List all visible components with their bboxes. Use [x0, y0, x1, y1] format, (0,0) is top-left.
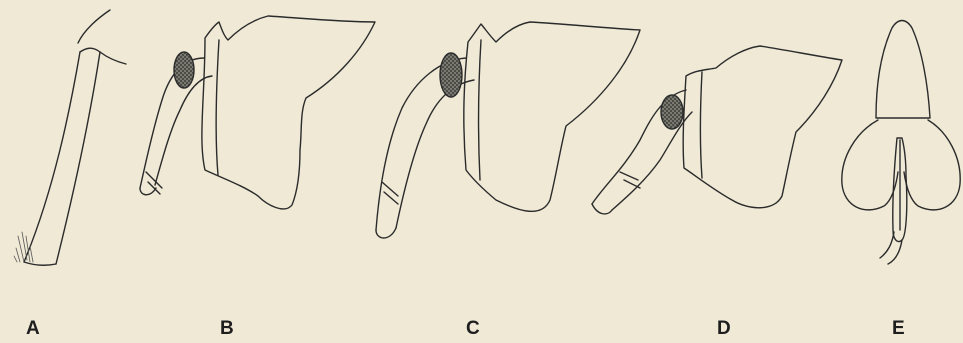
figure-label-a: A	[26, 318, 40, 340]
figure-label-d: D	[717, 318, 731, 340]
figure-label-c: C	[466, 318, 480, 340]
figure-c-drawing	[376, 22, 640, 238]
figure-e-drawing	[842, 21, 960, 265]
figure-a-drawing	[14, 10, 126, 265]
figure-label-b: B	[220, 318, 234, 340]
figure-b-drawing	[140, 16, 375, 209]
figure-d-drawing	[592, 46, 842, 214]
figure-label-e: E	[892, 318, 905, 340]
